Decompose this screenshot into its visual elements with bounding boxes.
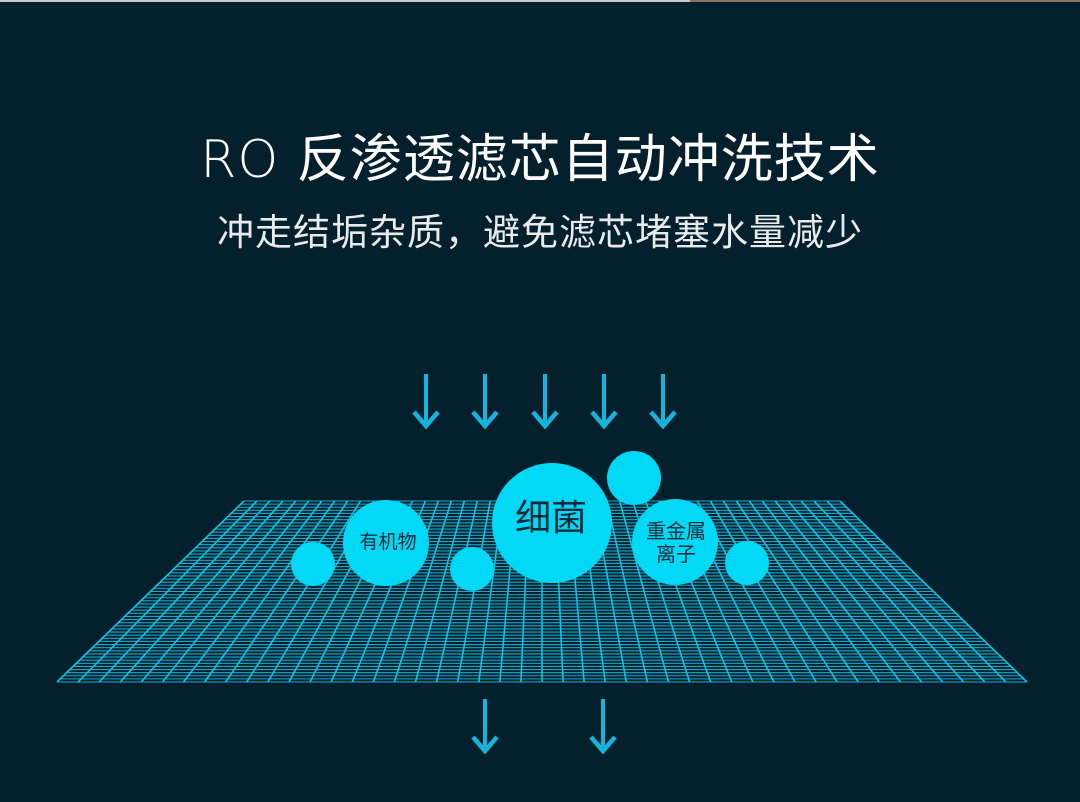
- small-particle-bubble: [291, 542, 335, 586]
- down-arrow-icon: [531, 374, 559, 430]
- small-particle-bubble: [450, 547, 494, 591]
- grid-column-line: [774, 500, 923, 683]
- small-particle-bubble: [725, 541, 769, 585]
- organic-matter-bubble: [343, 500, 429, 586]
- top-border-accent: [690, 0, 1080, 2]
- grid-column-line: [119, 500, 284, 683]
- grid-column-line: [393, 500, 453, 683]
- grid-column-line: [161, 500, 310, 683]
- down-arrow-icon: [412, 374, 440, 430]
- grid-column-line: [246, 500, 362, 683]
- grid-column-line: [606, 500, 649, 683]
- bubble-label-bacteria: 细菌: [514, 498, 587, 539]
- grid-column-line: [456, 500, 491, 683]
- bubble-label-organic: 有机物: [359, 531, 417, 553]
- bacteria-bubble: [492, 463, 612, 583]
- grid-column-line: [826, 500, 1007, 683]
- inflow-arrows: [412, 374, 677, 430]
- grid-column-line: [203, 500, 336, 683]
- grid-column-line: [182, 500, 323, 683]
- top-border: [0, 0, 1080, 2]
- grid-column-line: [618, 500, 670, 683]
- bubble-label-heavy-metal-line1: 重金属: [646, 519, 706, 543]
- grid-column-line: [787, 500, 944, 683]
- grid-column-line: [56, 500, 245, 683]
- grid-column-line: [372, 500, 440, 683]
- down-arrow-icon: [589, 699, 617, 755]
- grid-column-line: [800, 500, 965, 683]
- grid-column-line: [761, 500, 902, 683]
- heavy-metal-ion-bubble: [632, 499, 718, 585]
- down-arrow-icon: [590, 374, 618, 430]
- down-arrow-icon: [471, 374, 499, 430]
- grid-column-line: [839, 500, 1028, 683]
- down-arrow-icon: [471, 699, 499, 755]
- small-particle-bubble: [607, 451, 661, 505]
- bubble-label-heavy-metal: 重金属 离子: [628, 520, 724, 566]
- grid-column-line: [140, 500, 297, 683]
- grid-column-line: [77, 500, 258, 683]
- page-title: RO 反渗透滤芯自动冲洗技术: [200, 130, 880, 190]
- grid-column-line: [813, 500, 986, 683]
- grid-column-line: [435, 500, 478, 683]
- bubble-label-heavy-metal-line2: 离子: [656, 542, 696, 566]
- particle-bubbles: [291, 451, 769, 591]
- grid-column-line: [722, 500, 838, 683]
- down-arrow-icon: [649, 374, 677, 430]
- grid-column-line: [98, 500, 271, 683]
- outflow-arrows: [471, 699, 617, 755]
- grid-column-line: [748, 500, 881, 683]
- grid-column-line: [225, 500, 349, 683]
- grid-column-line: [735, 500, 859, 683]
- grid-column-line: [709, 500, 817, 683]
- grid-column-line: [414, 500, 466, 683]
- page-subtitle: 冲走结垢杂质，避免滤芯堵塞水量减少: [217, 211, 863, 254]
